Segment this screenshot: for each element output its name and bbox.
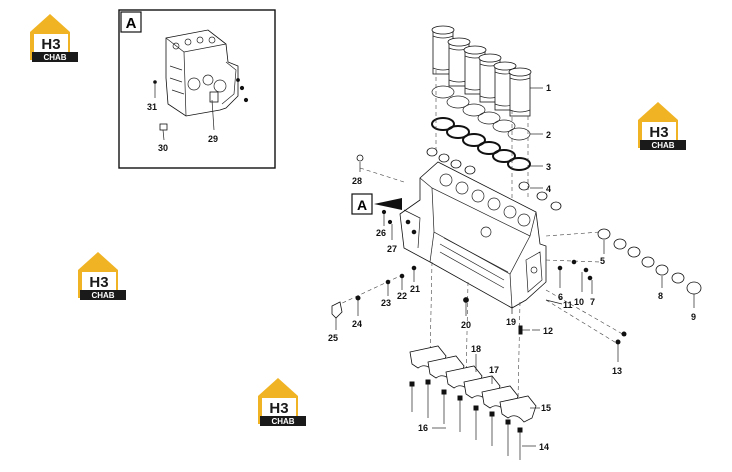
callout-1: 1 (546, 83, 551, 93)
callout-21: 21 (410, 284, 420, 294)
callout-14: 14 (539, 442, 549, 452)
callout-30: 30 (158, 143, 168, 153)
callout-31: 31 (147, 102, 157, 112)
o-rings-thin (431, 85, 531, 141)
logo-word: CHAB (271, 417, 294, 426)
callout-10: 10 (574, 297, 584, 307)
watermark-logo-top-left: H3 CHAB (30, 14, 78, 62)
logo-word: CHAB (651, 141, 674, 150)
callout-17: 17 (489, 365, 499, 375)
callout-20: 20 (461, 320, 471, 330)
callout-27: 27 (387, 244, 397, 254)
cylinder-liners (431, 25, 532, 117)
callout-28: 28 (352, 176, 362, 186)
callout-7: 7 (590, 297, 595, 307)
callout-13: 13 (612, 366, 622, 376)
callout-26: 26 (376, 228, 386, 238)
callout-3: 3 (546, 162, 551, 172)
logo-word: CHAB (43, 53, 66, 62)
assembly-lines (335, 70, 627, 401)
callout-24: 24 (352, 319, 362, 329)
logo-mark: H3 (269, 400, 288, 417)
callout-12: 12 (543, 326, 553, 336)
inset-letter-box (120, 11, 142, 33)
callout-4: 4 (546, 184, 551, 194)
watermark-logo-middle-left: H3 CHAB (78, 252, 126, 300)
leader-29 (211, 99, 215, 131)
callout-22: 22 (397, 291, 407, 301)
callout-18: 18 (471, 344, 481, 354)
callout-8: 8 (658, 291, 663, 301)
dowel-pins (615, 331, 627, 345)
callout-23: 23 (381, 298, 391, 308)
callout-29: 29 (208, 134, 218, 144)
view-marker-letter: A (357, 197, 367, 213)
logo-mark: H3 (41, 36, 60, 53)
o-rings-thick (431, 117, 531, 171)
engine-block (399, 161, 547, 309)
logo-mark: H3 (89, 274, 108, 291)
left-fittings (331, 154, 469, 319)
watermark-logo-bottom: H3 CHAB (258, 378, 306, 426)
callout-15: 15 (541, 403, 551, 413)
inset-engine-block (165, 29, 249, 117)
callout-11: 11 (563, 300, 573, 310)
logo-mark: H3 (649, 124, 668, 141)
inset-letter: A (126, 15, 137, 32)
callout-5: 5 (600, 256, 605, 266)
inset-plug (159, 123, 168, 131)
callout-16: 16 (418, 423, 428, 433)
inset-view-a: A 31 29 30 (118, 9, 276, 169)
callout-9: 9 (691, 312, 696, 322)
callout-2: 2 (546, 130, 551, 140)
expansion-plugs (426, 147, 562, 211)
callout-25: 25 (328, 333, 338, 343)
callout-6: 6 (558, 292, 563, 302)
watermark-logo-right: H3 CHAB (638, 102, 686, 150)
callout-19: 19 (506, 317, 516, 327)
logo-word: CHAB (91, 291, 114, 300)
bearing-cap-bolts (409, 379, 523, 460)
view-marker-a: A (351, 193, 402, 215)
cup-plugs-right (597, 228, 702, 295)
small-fittings (557, 259, 593, 281)
main-bearing-caps (409, 345, 537, 423)
